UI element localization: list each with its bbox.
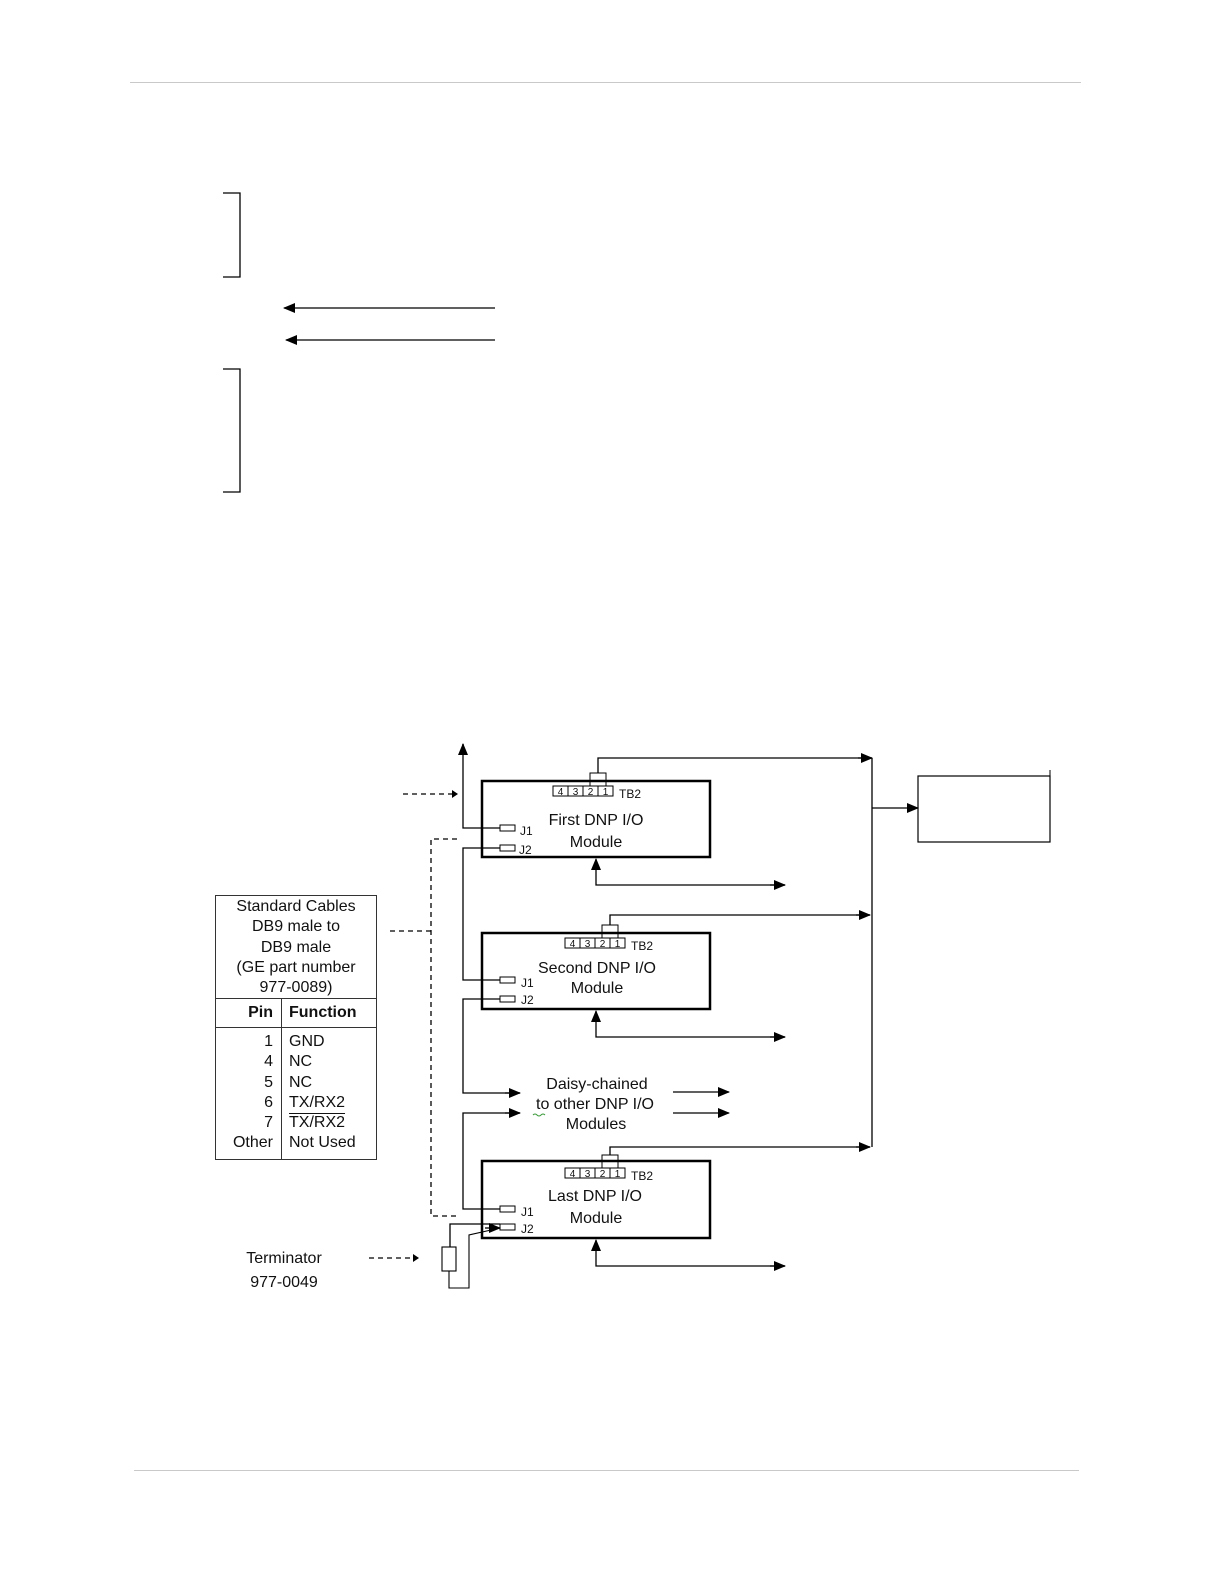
terminator-resistor: [441, 1227, 501, 1289]
module-name-second: Second DNP I/O: [538, 960, 656, 977]
table-cell-function: NC: [289, 1073, 313, 1091]
module-name-last: Last DNP I/O: [548, 1188, 642, 1205]
cable-spec-header: Standard Cables DB9 male to DB9 male (GE…: [216, 896, 376, 999]
j2-port-second: [499, 995, 516, 1003]
header-rule: [130, 82, 1081, 83]
table-cell-pin: 6: [264, 1093, 273, 1111]
dashed-callouts: [369, 793, 457, 1259]
table-column-headers: Pin Function: [216, 999, 376, 1028]
tb2-pin-first-3: 3: [573, 787, 579, 798]
footer-rule: [134, 1470, 1079, 1471]
table-cell-function: TX/RX2: [289, 1093, 346, 1111]
tb2-pin-first-4: 4: [558, 787, 564, 798]
cable-header-line: DB9 male: [260, 938, 332, 956]
tb2-pin-first-1: 1: [603, 787, 609, 798]
terminator-label: Terminator: [246, 1250, 322, 1267]
j1-label-last: J1: [521, 1205, 534, 1219]
module-sub-second: Module: [571, 980, 624, 997]
tb2-pin-second-4: 4: [570, 939, 576, 950]
tb2-label-second: TB2: [631, 939, 653, 953]
table-cell-function: TX/RX2: [289, 1114, 346, 1132]
j1-label-first: J1: [520, 824, 533, 838]
j1-label-second: J1: [521, 976, 534, 990]
wiring: [449, 743, 919, 1271]
table-cell-pin: 1: [264, 1033, 273, 1050]
terminator-part: 977-0049: [250, 1274, 318, 1291]
cable-header-line: 977-0089): [259, 979, 333, 997]
table-cell-pin: Other: [232, 1134, 273, 1152]
table-cell-pin: 7: [264, 1114, 273, 1132]
j2-label-last: J2: [521, 1222, 534, 1236]
j1-port-second: [499, 976, 516, 984]
table-body: 1 4 5 6 7 Other GND NC NC TX/RX2 TX/RX2 …: [216, 1028, 376, 1159]
j2-label-second: J2: [521, 993, 534, 1007]
table-cell-pin: 5: [264, 1073, 273, 1091]
external-device-box: [917, 770, 1051, 843]
table-cell-function: GND: [289, 1033, 325, 1050]
daisy-chain-line2: to other DNP I/O: [536, 1096, 654, 1113]
j2-port-first: [499, 844, 516, 852]
tb2-pin-second-2: 2: [600, 939, 606, 950]
column-header-pin: Pin: [216, 999, 282, 1027]
module-box-first: [480, 779, 712, 859]
callout-arrowhead-top: [452, 790, 458, 798]
tb2-label-last: TB2: [631, 1169, 653, 1183]
tb2-block-last: [564, 1154, 626, 1179]
tb2-pin-last-1: 1: [615, 1169, 621, 1180]
lower-bracket: [223, 368, 241, 493]
upper-bracket: [223, 192, 241, 278]
tb2-pin-second-1: 1: [615, 939, 621, 950]
tb2-pin-first-2: 2: [588, 787, 594, 798]
cable-spec-table: Standard Cables DB9 male to DB9 male (GE…: [215, 895, 377, 1160]
column-header-function: Function: [289, 1004, 357, 1021]
tb2-label-first: TB2: [619, 787, 641, 801]
cable-header-line: (GE part number: [236, 958, 356, 976]
module-sub-last: Module: [570, 1210, 623, 1227]
cable-header-line: DB9 male to: [251, 918, 341, 936]
module-box-second: [480, 931, 712, 1011]
module-name-first: First DNP I/O: [549, 812, 644, 829]
daisy-chain-line3: Modules: [566, 1116, 626, 1133]
tb2-pin-last-2: 2: [600, 1169, 606, 1180]
spellcheck-squiggle: [532, 1113, 546, 1117]
j2-label-first: J2: [519, 843, 532, 857]
table-cell-function: Not Used: [289, 1134, 356, 1152]
tb2-pin-last-3: 3: [585, 1169, 591, 1180]
j1-port-last: [499, 1205, 516, 1213]
module-sub-first: Module: [570, 834, 623, 851]
j1-port-first: [499, 824, 516, 832]
tb2-pin-last-4: 4: [570, 1169, 576, 1180]
daisy-chain-line1: Daisy-chained: [546, 1076, 647, 1093]
callout-arrowhead-terminator: [413, 1254, 419, 1262]
tb2-pin-second-3: 3: [585, 939, 591, 950]
cable-header-line: Standard Cables: [236, 898, 356, 915]
pin-column: 1 4 5 6 7 Other: [216, 1028, 282, 1159]
table-cell-pin: 4: [264, 1053, 273, 1071]
table-cell-function: NC: [289, 1053, 313, 1071]
function-column: GND NC NC TX/RX2 TX/RX2 Not Used: [282, 1028, 376, 1159]
module-box-last: [480, 1159, 712, 1240]
j2-port-last: [499, 1223, 516, 1231]
